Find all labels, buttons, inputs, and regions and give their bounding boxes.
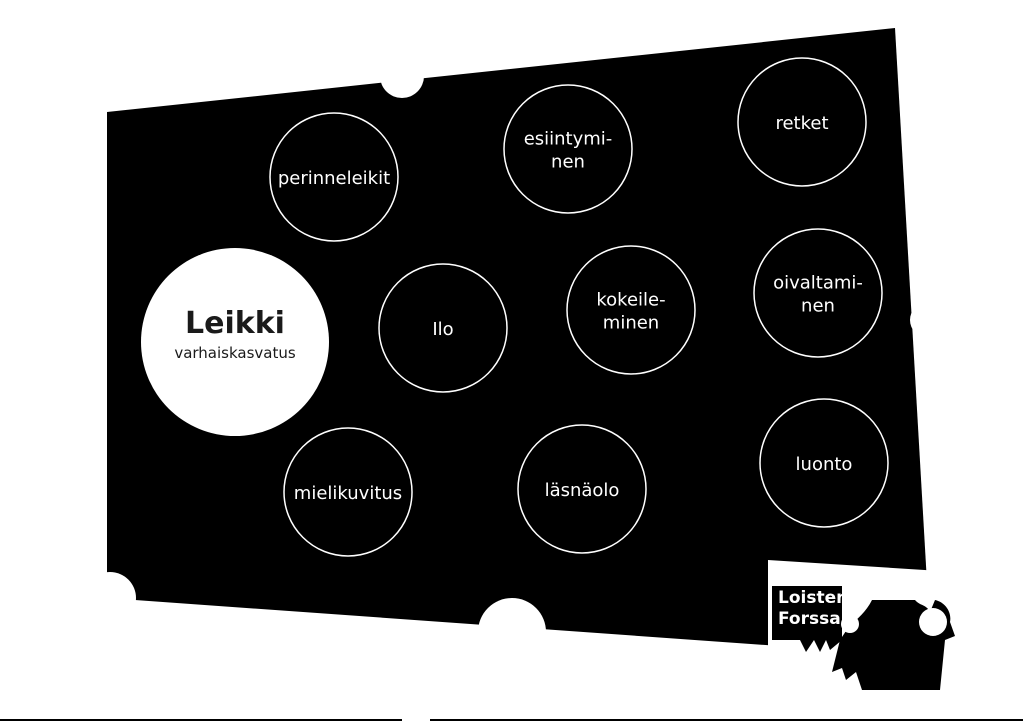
concept-node-circle (378, 263, 508, 393)
concept-node-label: oivaltami- (773, 273, 863, 294)
logo-text-line2: Forssa (778, 609, 841, 629)
concept-node-perinneleikit: perinneleikit (269, 112, 399, 242)
concept-node-circle (759, 398, 889, 528)
concept-node-kokeileminen: kokeile-minen (566, 245, 696, 375)
concept-node-luonto: luonto (759, 398, 889, 528)
concept-node-label: minen (603, 313, 659, 334)
concept-node-ilo: Ilo (378, 263, 508, 393)
concept-node-circle (517, 424, 647, 554)
logo-head-icon (919, 608, 947, 636)
board-notch-bottom-left (84, 572, 136, 624)
concept-node-circle (503, 84, 633, 214)
board-notch-right (910, 302, 946, 338)
concept-node-label: läsnäolo (545, 480, 620, 501)
main-node-title: Leikki (185, 306, 285, 341)
concept-node-circle (566, 245, 696, 375)
bottom-rule-right (430, 719, 1023, 721)
concept-node-oivaltaminen: oivaltami-nen (753, 228, 883, 358)
board-notch-top (380, 54, 424, 98)
main-node: Leikki varhaiskasvatus (141, 248, 329, 436)
concept-node-mielikuvitus: mielikuvitus (283, 427, 413, 557)
concept-node-label: mielikuvitus (294, 483, 402, 504)
logo: Loisten Forssa (768, 560, 956, 690)
bottom-rule-left (0, 719, 402, 721)
concept-node-circle (737, 57, 867, 187)
concept-node-circle (753, 228, 883, 358)
concept-node-label: kokeile- (596, 290, 665, 311)
logo-text-line1: Loisten (778, 588, 848, 608)
main-node-circle (141, 248, 329, 436)
concept-node-label: Ilo (432, 319, 453, 340)
concept-node-label: nen (801, 296, 835, 317)
main-node-subtitle: varhaiskasvatus (174, 344, 296, 362)
concept-node-label: esiintymi- (524, 129, 613, 150)
concept-node-label: nen (551, 152, 585, 173)
concept-node-esiintyminen: esiintymi-nen (503, 84, 633, 214)
concept-node-label: retket (775, 113, 828, 134)
concept-node-circle (283, 427, 413, 557)
concept-node-circle (269, 112, 399, 242)
concept-node-retket: retket (737, 57, 867, 187)
concept-node-lasnaolo: läsnäolo (517, 424, 647, 554)
concept-node-label: perinneleikit (278, 168, 390, 189)
logo-hand-icon (841, 615, 859, 633)
concept-node-label: luonto (796, 454, 853, 475)
logo-mark-icon (772, 586, 842, 652)
board-notch-bottom (478, 598, 546, 666)
